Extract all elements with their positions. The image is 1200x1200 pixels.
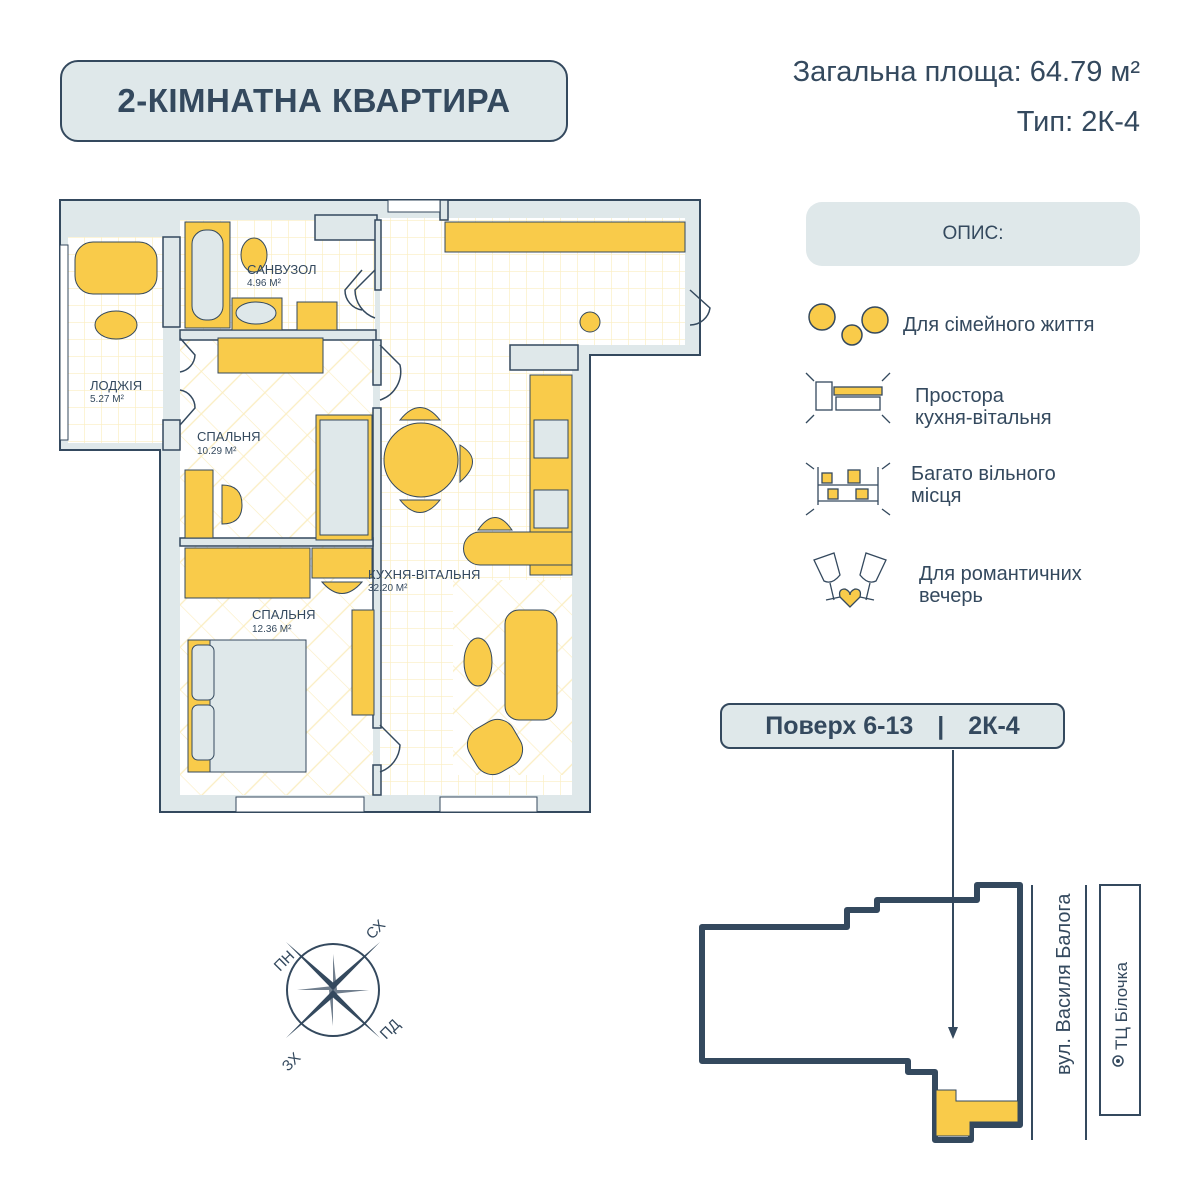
feature-romantic-line1: Для романтичних xyxy=(919,563,1082,585)
room-area-bedroom-1: 10.29 M² xyxy=(197,446,237,457)
street-label: вул. Василя Балога xyxy=(1053,893,1075,1075)
room-area-kitchen-living: 32.20 M² xyxy=(368,583,408,594)
compass-east: СХ xyxy=(363,917,389,943)
building-outline xyxy=(702,882,977,927)
room-area-loggia: 5.27 M² xyxy=(90,394,125,405)
feature-family: Для сімейного життя xyxy=(903,314,1095,336)
compass-west: ЗХ xyxy=(279,1049,305,1075)
bedroom1-chair xyxy=(221,484,243,525)
hall-stool xyxy=(579,311,601,333)
tv-unit xyxy=(351,609,375,716)
loggia-table xyxy=(94,310,138,340)
feature-kitchen-line1: Простора xyxy=(915,385,1004,407)
site-plan: вул. Василя Балога ТЦ Білочка xyxy=(699,750,1141,1143)
room-name-bedroom-1: СПАЛЬНЯ xyxy=(197,429,261,444)
bedroom2-dresser xyxy=(311,547,373,579)
compass: ПН СХ ПД ЗХ xyxy=(271,917,404,1075)
location-pin-icon xyxy=(1112,1055,1124,1067)
landmark-box xyxy=(1099,884,1141,1116)
floor-badge: Поверх 6-13 | 2К-4 xyxy=(720,703,1065,749)
feature-space-line1: Багато вільного xyxy=(911,463,1056,485)
room-name-kitchen-living: КУХНЯ-ВІТАЛЬНЯ xyxy=(368,567,480,582)
washing-machine xyxy=(296,301,338,331)
dining-table xyxy=(383,422,459,498)
apartment-title: 2-КІМНАТНА КВАРТИРА xyxy=(60,60,568,142)
compass-rose-icon xyxy=(286,942,380,1038)
description-header: ОПИС: xyxy=(806,202,1140,266)
living-sofa xyxy=(504,609,558,721)
pointer-arrow-icon xyxy=(948,1027,958,1039)
floor-plan: ЛОДЖІЯ 5.27 M² САНВУЗОЛ 4.96 M² СПАЛЬНЯ … xyxy=(59,199,711,813)
feature-kitchen-line2: кухня-вітальня xyxy=(915,407,1052,429)
interior-walls xyxy=(162,199,579,796)
coffee-table xyxy=(463,637,493,687)
toilet xyxy=(240,237,268,273)
badge-separator: | xyxy=(937,711,945,740)
room-area-bathroom: 4.96 M² xyxy=(247,278,282,289)
furniture xyxy=(74,221,686,776)
shelves-space-icon xyxy=(805,462,891,516)
selected-apartment xyxy=(935,1089,1019,1137)
room-name-bedroom-2: СПАЛЬНЯ xyxy=(252,607,316,622)
doors xyxy=(179,269,711,773)
bedroom2-wardrobe xyxy=(184,547,311,599)
wine-glasses-heart-icon xyxy=(813,552,887,608)
total-area: Загальна площа: 64.79 м² xyxy=(792,56,1140,88)
compass-north: ПН xyxy=(271,948,298,975)
kitchen-living-icon xyxy=(805,372,891,424)
apartment-type: Тип: 2К-4 xyxy=(1016,106,1140,138)
floor-range: Поверх 6-13 xyxy=(765,711,914,740)
bedroom1-wardrobe xyxy=(217,337,324,374)
badge-type: 2К-4 xyxy=(968,711,1020,740)
bedroom2-chair xyxy=(320,581,364,594)
windows xyxy=(59,199,538,813)
feature-space-line2: місця xyxy=(911,485,962,507)
room-name-loggia: ЛОДЖІЯ xyxy=(90,378,142,393)
feature-romantic-line2: вечерь xyxy=(919,585,983,607)
family-icon xyxy=(808,303,889,346)
loggia-sofa xyxy=(74,241,158,295)
bedroom1-desk xyxy=(184,469,214,539)
room-area-bedroom-2: 12.36 M² xyxy=(252,624,292,635)
feature-icons xyxy=(805,303,891,608)
room-name-bathroom: САНВУЗОЛ xyxy=(247,262,317,277)
compass-south: ПД xyxy=(377,1016,404,1043)
landmark-label: ТЦ Білочка xyxy=(1112,962,1131,1050)
hall-wardrobe xyxy=(444,221,686,253)
armchair xyxy=(466,718,524,776)
building-outline xyxy=(699,882,1023,1143)
compass-ring xyxy=(286,943,380,1037)
kitchen-island xyxy=(463,531,573,566)
